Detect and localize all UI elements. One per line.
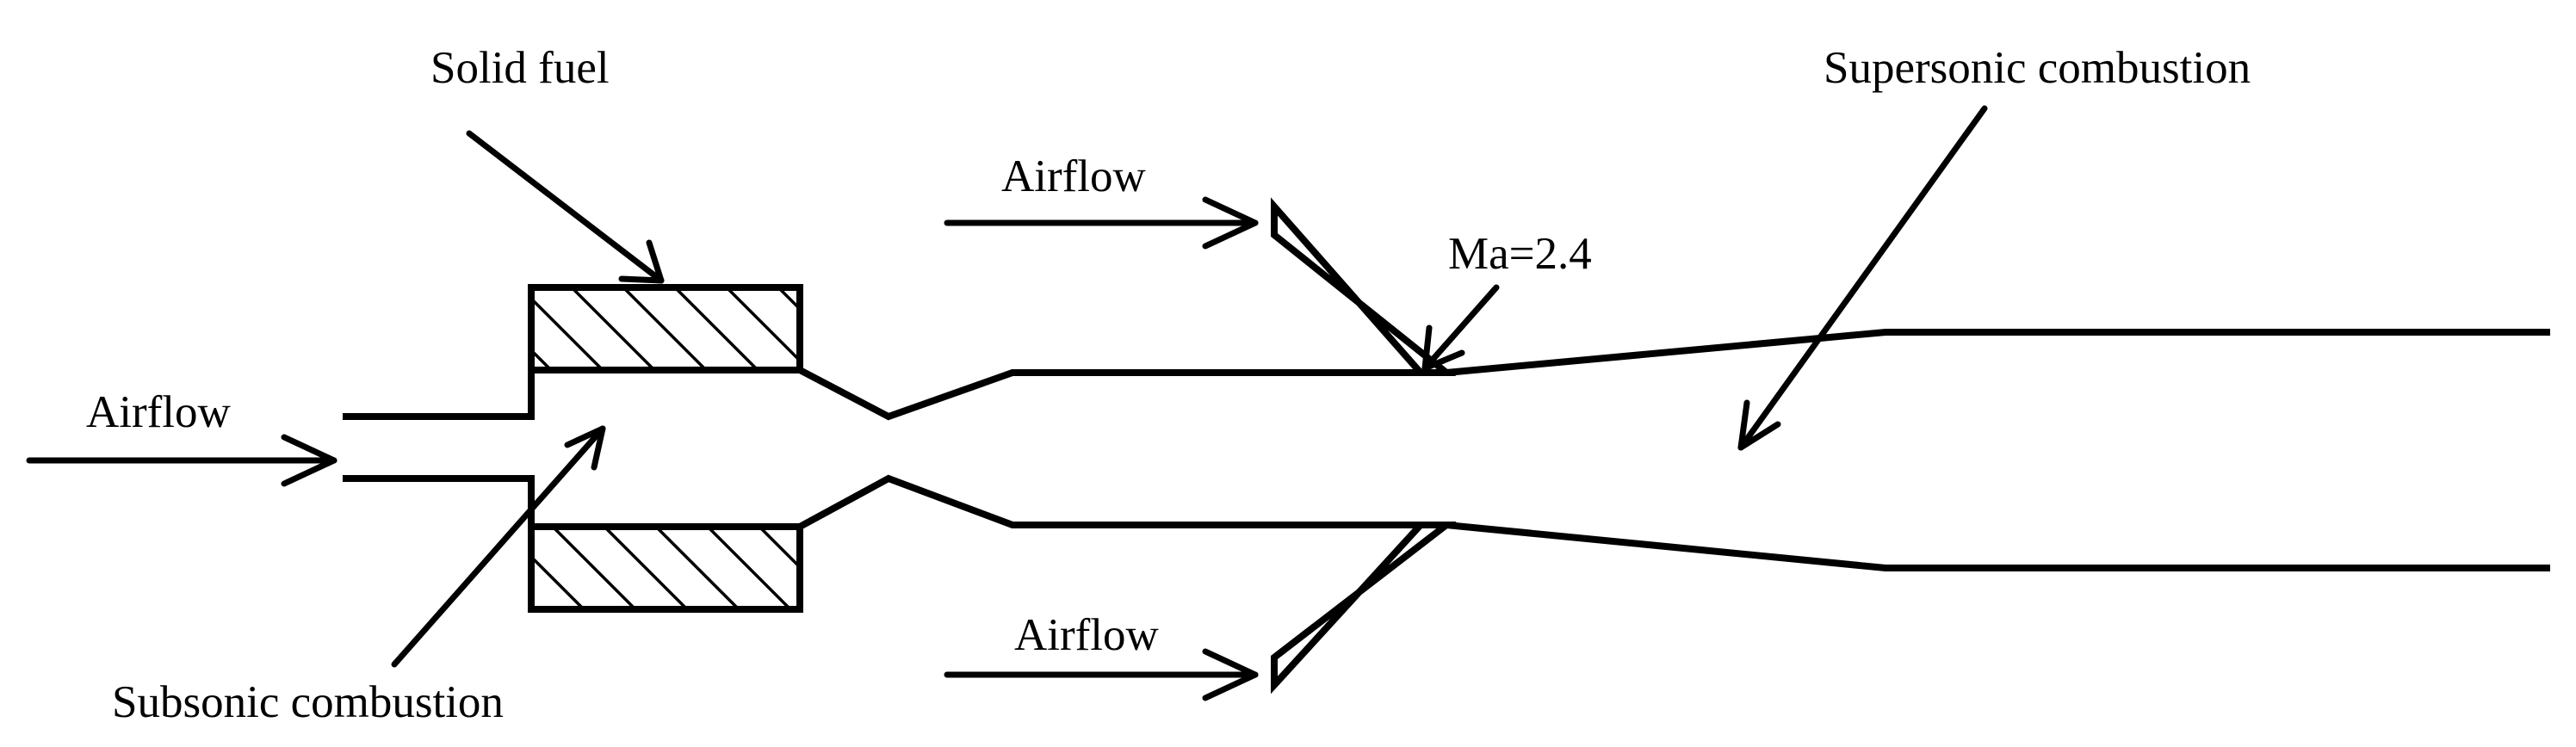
mach-leader-arrow [1421, 284, 1500, 372]
lower-wall [343, 474, 1419, 530]
subsonic-combustion-label: Subsonic combustion [112, 677, 504, 727]
mach-number-label: Ma=2.4 [1448, 229, 1592, 279]
airflow-inlet-label: Airflow [86, 387, 232, 437]
upper-wall [343, 367, 1419, 421]
airflow-lower-arrow [944, 648, 1259, 701]
air-injector-upper [1271, 197, 1457, 376]
solid-fuel-leader-arrow [466, 130, 665, 284]
supersonic-combustion-leader-arrow [1737, 105, 1988, 451]
airflow-upper-arrow [944, 196, 1259, 250]
solid-fuel-label: Solid fuel [430, 43, 610, 93]
solid-fuel-grain-upper [528, 284, 803, 374]
supersonic-duct-lower [1446, 522, 2550, 571]
supersonic-duct-upper [1446, 329, 2550, 376]
subsonic-combustion-leader-arrow [391, 425, 606, 668]
airflow-upper-label: Airflow [1001, 151, 1147, 201]
airflow-lower-label: Airflow [1014, 610, 1160, 660]
supersonic-combustion-label: Supersonic combustion [1824, 43, 2251, 93]
air-injector-lower [1271, 522, 1457, 695]
solid-fuel-grain-lower [528, 523, 803, 613]
airflow-inlet-arrow [26, 434, 337, 487]
